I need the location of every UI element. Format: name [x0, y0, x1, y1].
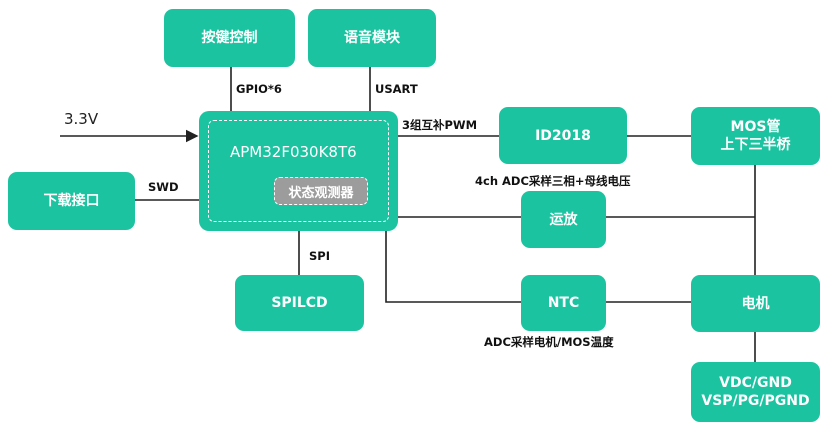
voice-module-block: 语音模块: [308, 9, 436, 67]
power-label-line1: VDC/GND: [719, 375, 792, 391]
ntc-block: NTC: [521, 275, 606, 331]
vin-label: 3.3V: [64, 110, 99, 128]
spi-label: SPI: [309, 249, 330, 263]
mos-label-line2: 上下三半桥: [720, 137, 791, 153]
spilcd-label: SPILCD: [271, 295, 328, 311]
mos-label-line1: MOS管: [730, 119, 781, 135]
id2018-block: ID2018: [499, 107, 627, 164]
swd-label: SWD: [148, 180, 179, 194]
opamp-label: 运放: [549, 211, 578, 228]
motor-label: 电机: [741, 295, 770, 312]
download-port-label: 下载接口: [43, 193, 100, 209]
power-label-line2: VSP/PG/PGND: [701, 393, 810, 409]
usart-label: USART: [375, 82, 418, 96]
gpio-label: GPIO*6: [236, 82, 282, 96]
key-control-label: 按键控制: [201, 30, 258, 46]
opamp-block: 运放: [521, 191, 606, 248]
mos-block: MOS管 上下三半桥: [691, 107, 820, 165]
mcu-name: APM32F030K8T6: [230, 143, 357, 161]
download-port-block: 下载接口: [8, 172, 135, 230]
ntc-label: NTC: [547, 295, 580, 311]
voice-module-label: 语音模块: [344, 30, 400, 46]
motor-block: 电机: [691, 275, 820, 332]
mcu-block: [199, 111, 398, 231]
key-control-block: 按键控制: [164, 9, 295, 67]
spilcd-block: SPILCD: [235, 275, 364, 331]
adc-phase-label: 4ch ADC采样三相+母线电压: [475, 174, 631, 188]
observer-label: 状态观测器: [288, 185, 354, 201]
ntc-line: [385, 230, 521, 303]
mcu-inner-border: [208, 120, 389, 222]
id2018-label: ID2018: [535, 127, 591, 144]
power-block: VDC/GND VSP/PG/PGND: [691, 362, 820, 422]
observer-block: 状态观测器: [274, 177, 368, 205]
adc-temp-label: ADC采样电机/MOS温度: [484, 335, 614, 349]
pwm-label: 3组互补PWM: [402, 118, 478, 132]
